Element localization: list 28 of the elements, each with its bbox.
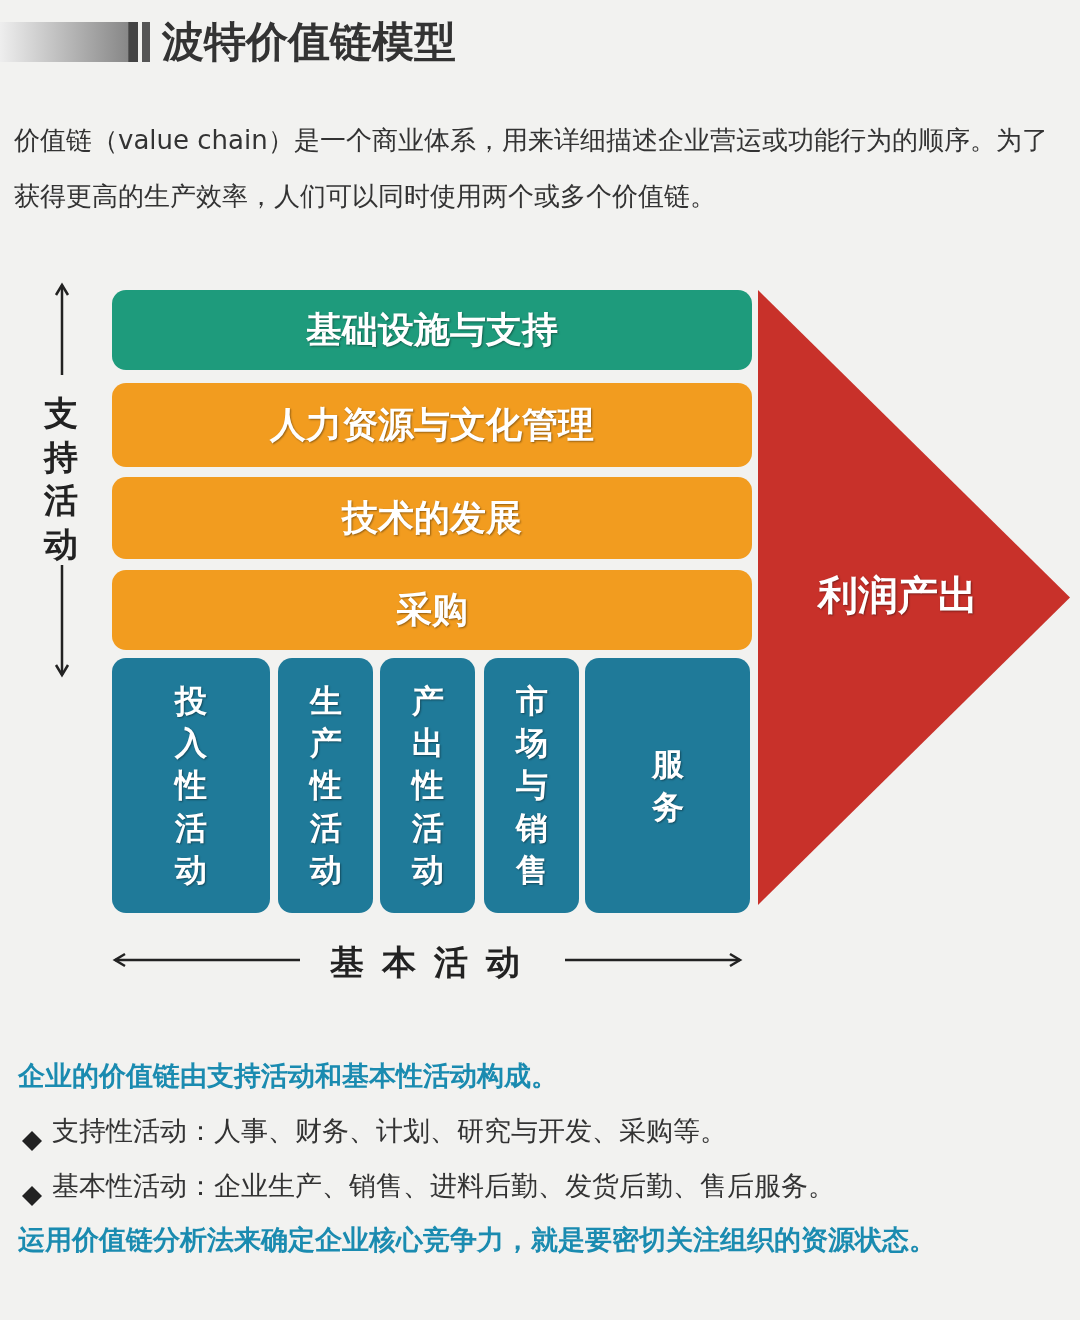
node-label: 服务 (650, 744, 685, 828)
node-label: 市场与销售 (514, 680, 549, 891)
activity-box (380, 658, 475, 913)
title: 波特价值链模型 (162, 16, 456, 68)
node-label: 产出性活动 (410, 680, 445, 891)
text-line: 运用价值链分析法来确定企业核心竞争力，就是要密切关注组织的资源状态。 (18, 1223, 936, 1257)
activity-box (484, 658, 579, 913)
activity-box (112, 570, 752, 650)
title-bar (0, 22, 150, 62)
node-label: 生产性活动 (308, 680, 343, 891)
node-label: 利润产出 (816, 570, 979, 620)
node-label: 技术的发展 (342, 495, 522, 540)
activity-box (112, 290, 752, 370)
activity-box (112, 477, 752, 559)
activity-box (585, 658, 750, 913)
axis-label: 基本活动 (330, 941, 538, 984)
axis-label: 支持活动 (44, 392, 79, 566)
node-label: 投入性活动 (174, 680, 208, 891)
text-line: 基本性活动：企业生产、销售、进料后勤、发货后勤、售后服务。 (52, 1169, 835, 1203)
text-line: 企业的价值链由支持活动和基本性活动构成。 (18, 1059, 558, 1093)
text-line: 支持性活动：人事、财务、计划、研究与开发、采购等。 (52, 1114, 727, 1148)
node-label: 采购 (396, 587, 468, 632)
activity-box (112, 658, 270, 913)
activity-box (112, 383, 752, 467)
node-label: 人力资源与文化管理 (270, 402, 594, 447)
activity-box (278, 658, 373, 913)
node-label: 基础设施与支持 (306, 307, 558, 352)
text-line: 价值链（value chain）是一个商业体系，用来详细描述企业营运或功能行为的顺序。为了获得更高的生产效率，人们可以同时使用两个或多个价值链。 (14, 124, 1049, 213)
